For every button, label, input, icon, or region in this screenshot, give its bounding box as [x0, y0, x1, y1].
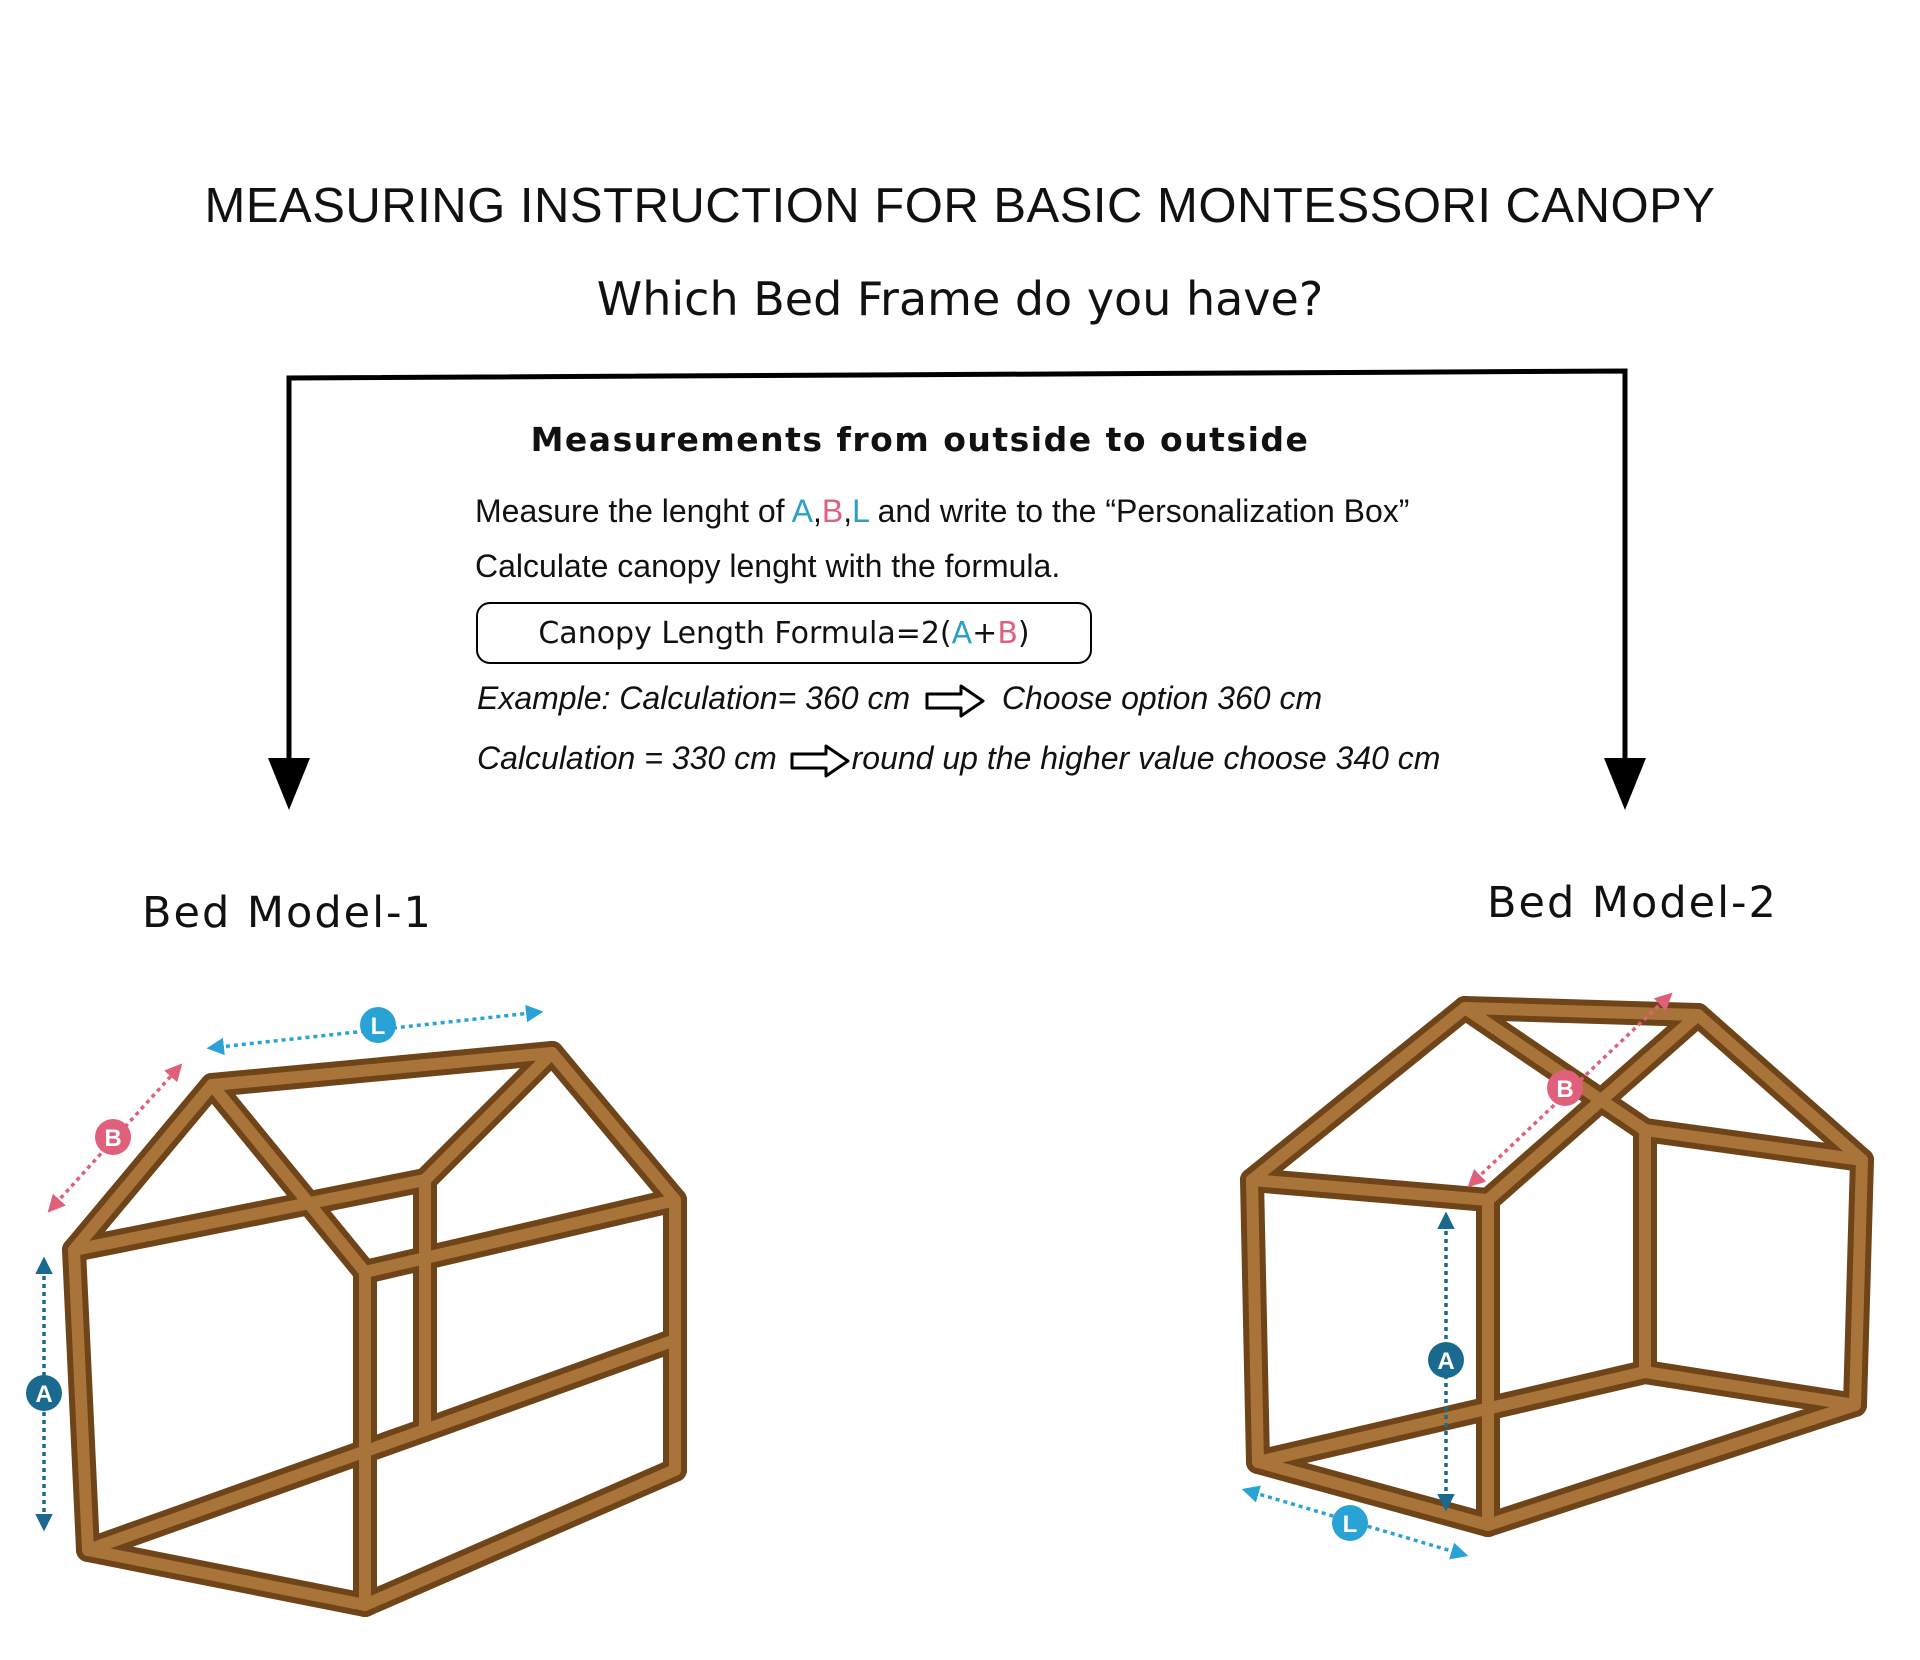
model-1-a-marker: A — [26, 1375, 62, 1411]
page-title: MEASURING INSTRUCTION FOR BASIC MONTESSO… — [204, 179, 1716, 233]
example-result: Choose option 360 cm — [1001, 680, 1323, 716]
example-calc: Calculation = 330 cm — [477, 740, 777, 776]
letter-b: B — [821, 493, 844, 529]
formula-text: Canopy Length Formula=2( — [538, 615, 952, 651]
model-1-b-marker: B — [95, 1119, 131, 1155]
instruction-text: Measure the lenght of — [475, 493, 792, 529]
bracket-line — [286, 368, 1628, 760]
bed-model-1-frame — [62, 1041, 687, 1617]
separator: , — [813, 493, 822, 529]
example-line-2: Calculation = 330 cm round up the higher… — [477, 740, 1440, 778]
marker-l-text: L — [371, 1013, 386, 1040]
right-arrow-icon — [790, 744, 850, 778]
model-2-a-marker: A — [1428, 1342, 1464, 1378]
example-result: round up the higher value choose 340 cm — [851, 740, 1441, 776]
formula-a: A — [951, 615, 973, 651]
marker-l-text: L — [1343, 1511, 1358, 1538]
instruction-line-2: Calculate canopy lenght with the formula… — [475, 548, 1061, 584]
instruction-line-1: Measure the lenght of A,B,L and write to… — [475, 493, 1409, 530]
marker-b-text: B — [1556, 1076, 1573, 1103]
formula-b: B — [997, 615, 1018, 651]
letter-l: L — [852, 493, 869, 529]
example-line-1: Example: Calculation= 360 cm Choose opti… — [477, 680, 1322, 718]
example-calc: Example: Calculation= 360 cm — [477, 680, 911, 716]
page-subtitle: Which Bed Frame do you have? — [596, 272, 1324, 326]
separator: , — [843, 493, 853, 529]
measurements-heading: Measurements from outside to outside — [530, 420, 1310, 459]
bed-model-2-label: Bed Model-2 — [1487, 878, 1778, 928]
formula-box: Canopy Length Formula=2(A+B) — [476, 602, 1092, 664]
left-down-arrow — [268, 758, 310, 810]
marker-a-text: A — [35, 1381, 52, 1408]
formula-close: ) — [1017, 615, 1030, 651]
model-2-b-marker: B — [1547, 1070, 1583, 1106]
formula-plus: + — [972, 615, 998, 651]
right-arrow-icon — [925, 684, 985, 718]
flow-bracket — [286, 368, 1628, 760]
marker-a-text: A — [1437, 1348, 1454, 1375]
letter-a: A — [791, 493, 813, 529]
bed-model-1-label: Bed Model-1 — [142, 888, 433, 938]
instruction-text: and write to the “Personalization Box” — [868, 493, 1410, 529]
right-down-arrow — [1604, 758, 1646, 810]
model-2-l-marker: L — [1332, 1505, 1368, 1541]
marker-b-text: B — [104, 1125, 121, 1152]
model-1-l-marker: L — [360, 1007, 396, 1043]
